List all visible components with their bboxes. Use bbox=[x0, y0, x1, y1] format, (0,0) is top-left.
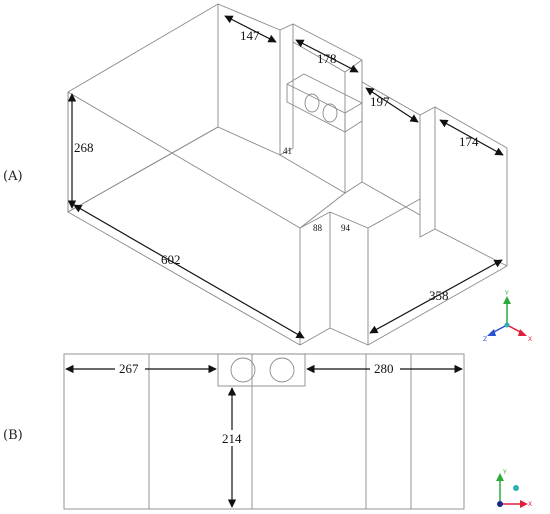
panel-label-a: (A) bbox=[3, 169, 23, 184]
dim-178: 178 bbox=[317, 51, 337, 66]
dim-88: 88 bbox=[313, 223, 323, 233]
panel-label-b: (B) bbox=[3, 428, 23, 443]
dim-214: 214 bbox=[222, 431, 242, 446]
dim-358: 358 bbox=[429, 288, 449, 303]
dim-602: 602 bbox=[161, 252, 181, 267]
dim-174: 174 bbox=[459, 134, 479, 149]
dimension-labels-b: 267 280 214 bbox=[115, 361, 400, 446]
plan-view-outline bbox=[63, 353, 465, 510]
axis-y-label-b: Y bbox=[502, 469, 507, 476]
dim-268: 268 bbox=[74, 140, 94, 155]
axis-x-label-a: X bbox=[528, 336, 532, 343]
axis-z-label-a: Z bbox=[483, 336, 487, 343]
axis-triad-a: Y X Z bbox=[483, 290, 532, 343]
dimension-arrows-a bbox=[67, 15, 504, 339]
dimension-arrows-b bbox=[65, 364, 463, 508]
dim-197: 197 bbox=[370, 94, 390, 109]
axis-y-label-a: Y bbox=[504, 290, 509, 297]
dim-280: 280 bbox=[374, 361, 394, 376]
dim-267: 267 bbox=[119, 361, 139, 376]
dimension-labels-a: 147 178 197 174 268 41 88 94 602 358 bbox=[74, 28, 479, 303]
dim-94: 94 bbox=[341, 223, 351, 233]
axis-x-label-b: X bbox=[528, 501, 532, 508]
axis-triad-b: Y X bbox=[496, 469, 532, 508]
dim-147: 147 bbox=[240, 28, 260, 43]
dim-41: 41 bbox=[283, 146, 292, 156]
